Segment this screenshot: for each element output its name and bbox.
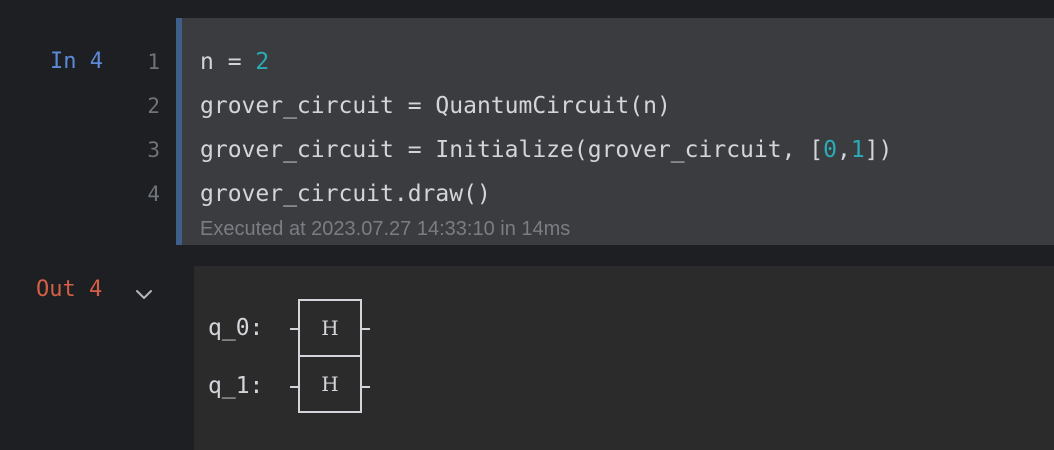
- output-cell: q_0: H q_1: H: [194, 266, 1054, 450]
- number-literal: 0: [823, 137, 837, 163]
- code-text: n =: [200, 49, 256, 75]
- code-line[interactable]: grover_circuit = QuantumCircuit(n): [200, 92, 892, 136]
- chevron-down-icon[interactable]: [134, 286, 154, 302]
- qubit-label: q_1:: [208, 373, 264, 399]
- code-line[interactable]: grover_circuit = Initialize(grover_circu…: [200, 136, 892, 180]
- code-editor[interactable]: n = 2 grover_circuit = QuantumCircuit(n)…: [200, 48, 892, 224]
- code-line[interactable]: n = 2: [200, 48, 892, 92]
- qubit-wire: [290, 386, 298, 388]
- gate-label: H: [321, 372, 339, 396]
- code-text: ,: [836, 137, 851, 163]
- line-number-gutter: 1 2 3 4: [136, 48, 160, 224]
- qubit-wire: [362, 328, 370, 330]
- line-number: 4: [147, 182, 160, 206]
- code-text: grover_circuit = Initialize(grover_circu…: [200, 137, 824, 163]
- code-text: grover_circuit = QuantumCircuit(n): [200, 93, 671, 119]
- number-literal: 2: [255, 49, 270, 75]
- code-line[interactable]: grover_circuit.draw(): [200, 180, 892, 224]
- output-prompt: Out 4: [36, 277, 103, 302]
- line-number: 1: [147, 50, 160, 74]
- qubit-wire: [362, 386, 370, 388]
- code-input-cell[interactable]: n = 2 grover_circuit = QuantumCircuit(n)…: [176, 18, 1054, 245]
- qubit-wire: [290, 328, 298, 330]
- h-gate: H: [298, 299, 362, 357]
- execution-status: Executed at 2023.07.27 14:33:10 in 14ms: [200, 218, 571, 240]
- line-number: 2: [147, 94, 160, 118]
- qubit-label: q_0:: [208, 315, 264, 341]
- h-gate: H: [298, 355, 362, 413]
- input-prompt: In 4: [50, 49, 103, 74]
- line-number: 3: [147, 138, 160, 162]
- gate-label: H: [321, 316, 339, 340]
- code-text: ]): [864, 137, 893, 163]
- code-text: grover_circuit.draw(): [200, 181, 491, 207]
- number-literal: 1: [850, 137, 865, 163]
